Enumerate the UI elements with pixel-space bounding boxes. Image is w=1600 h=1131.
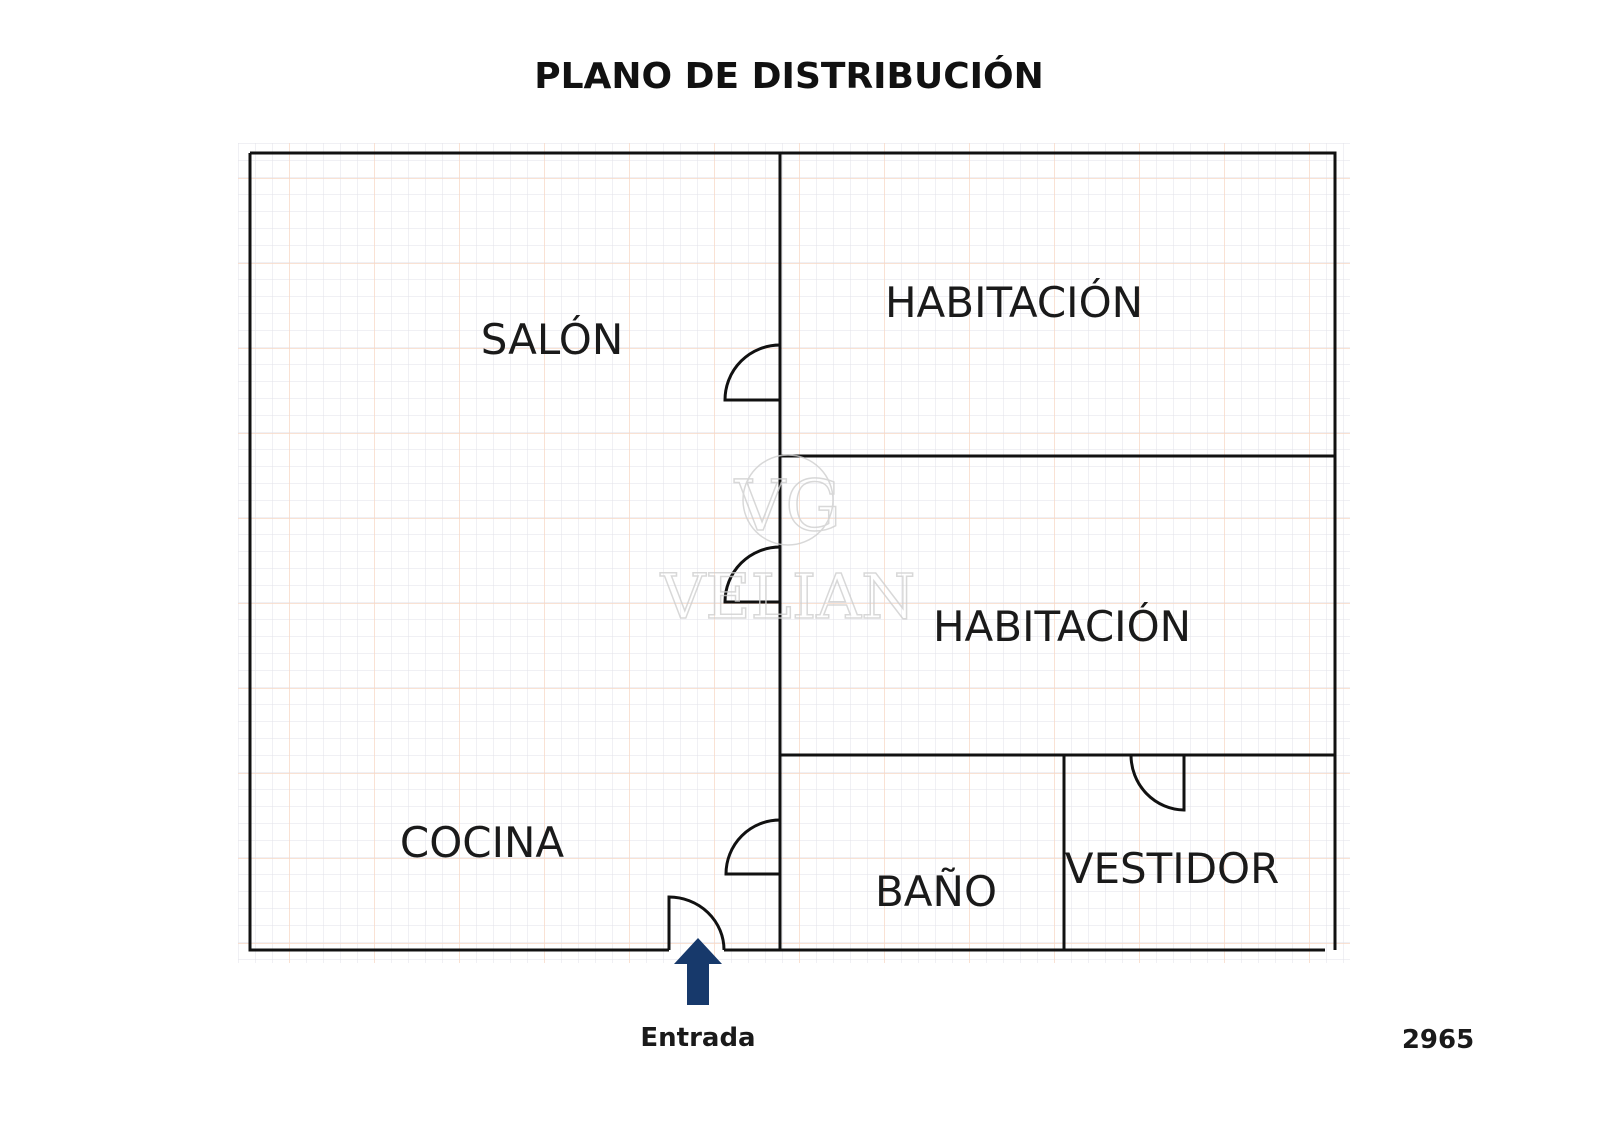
walls [248, 151, 1337, 952]
grid-background [238, 143, 1350, 963]
watermark-text: VELIAN [660, 560, 916, 633]
room-label-cocina: COCINA [400, 818, 565, 867]
door-salon [723, 343, 781, 402]
door-vestidor [1129, 754, 1186, 812]
reference-number: 2965 [1402, 1025, 1474, 1055]
room-label-salon: SALÓN [481, 314, 624, 364]
room-label-habitacion-1: HABITACIÓN [885, 277, 1143, 327]
room-label-vestidor: VESTIDOR [1065, 844, 1280, 893]
arrow-up-icon [674, 938, 722, 1005]
door-habitacion [723, 545, 781, 604]
room-label-bano: BAÑO [875, 866, 997, 916]
entrance-label: Entrada [640, 1023, 755, 1053]
room-label-habitacion-2: HABITACIÓN [933, 601, 1191, 651]
watermark: VG VELIAN [659, 454, 916, 634]
doors [667, 343, 1186, 951]
plan-title: PLANO DE DISTRIBUCIÓN [534, 55, 1044, 97]
door-bano [724, 818, 781, 876]
watermark-monogram: VG [734, 465, 841, 547]
door-entrance [667, 895, 726, 951]
